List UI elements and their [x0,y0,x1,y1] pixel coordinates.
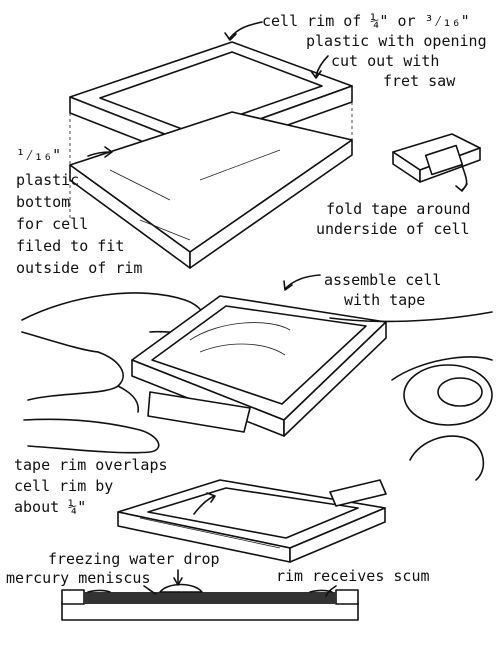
water-drop [159,583,203,593]
folded-tape-drawing [392,133,481,192]
label-mercury-meniscus: mercury meniscus [6,569,151,587]
fold-tape-line-2: underside of cell [316,220,470,238]
bottom-line-6: outside of rim [16,259,142,277]
bottom-line-4: for cell [16,215,88,233]
label-rim-scum: rim receives scum [276,567,430,585]
fold-tape-line-1: fold tape around [326,200,471,218]
assemble-line-2: with tape [344,291,425,309]
cell-rim-line-4: fret saw [383,72,456,90]
bottom-line-1: ¹⁄₁₆" [16,146,61,164]
label-fold-tape: fold tape around underside of cell [316,200,471,238]
cell-rim-line-1: cell rim of ¼" or ³⁄₁₆" [262,12,470,30]
leader-arrows [87,21,337,597]
label-assemble: assemble cell with tape [324,271,441,309]
tape-overlap-drawing [117,479,387,563]
bottom-line-5: filed to fit [16,237,124,255]
label-plastic-bottom: ¹⁄₁₆" plastic bottom for cell filed to f… [16,146,142,277]
cell-cross-section [61,583,359,621]
label-freezing-drop: freezing water drop [48,550,220,568]
cell-rim-line-3: cut out with [331,52,439,70]
label-cell-rim: cell rim of ¼" or ³⁄₁₆" plastic with ope… [262,12,487,90]
assemble-cell-drawing [21,292,493,481]
overlap-line-1: tape rim overlaps [14,456,168,474]
cell-rim-line-2: plastic with opening [306,32,487,50]
bottom-line-3: bottom [16,193,70,211]
overlap-line-3: about ¼" [14,498,86,516]
mercury-layer [84,592,336,604]
bottom-line-2: plastic [16,171,79,189]
overlap-line-2: cell rim by [14,477,113,495]
label-overlap: tape rim overlaps cell rim by about ¼" [14,456,168,516]
assemble-line-1: assemble cell [324,271,441,289]
plastic-bottom-drawing [69,111,353,269]
